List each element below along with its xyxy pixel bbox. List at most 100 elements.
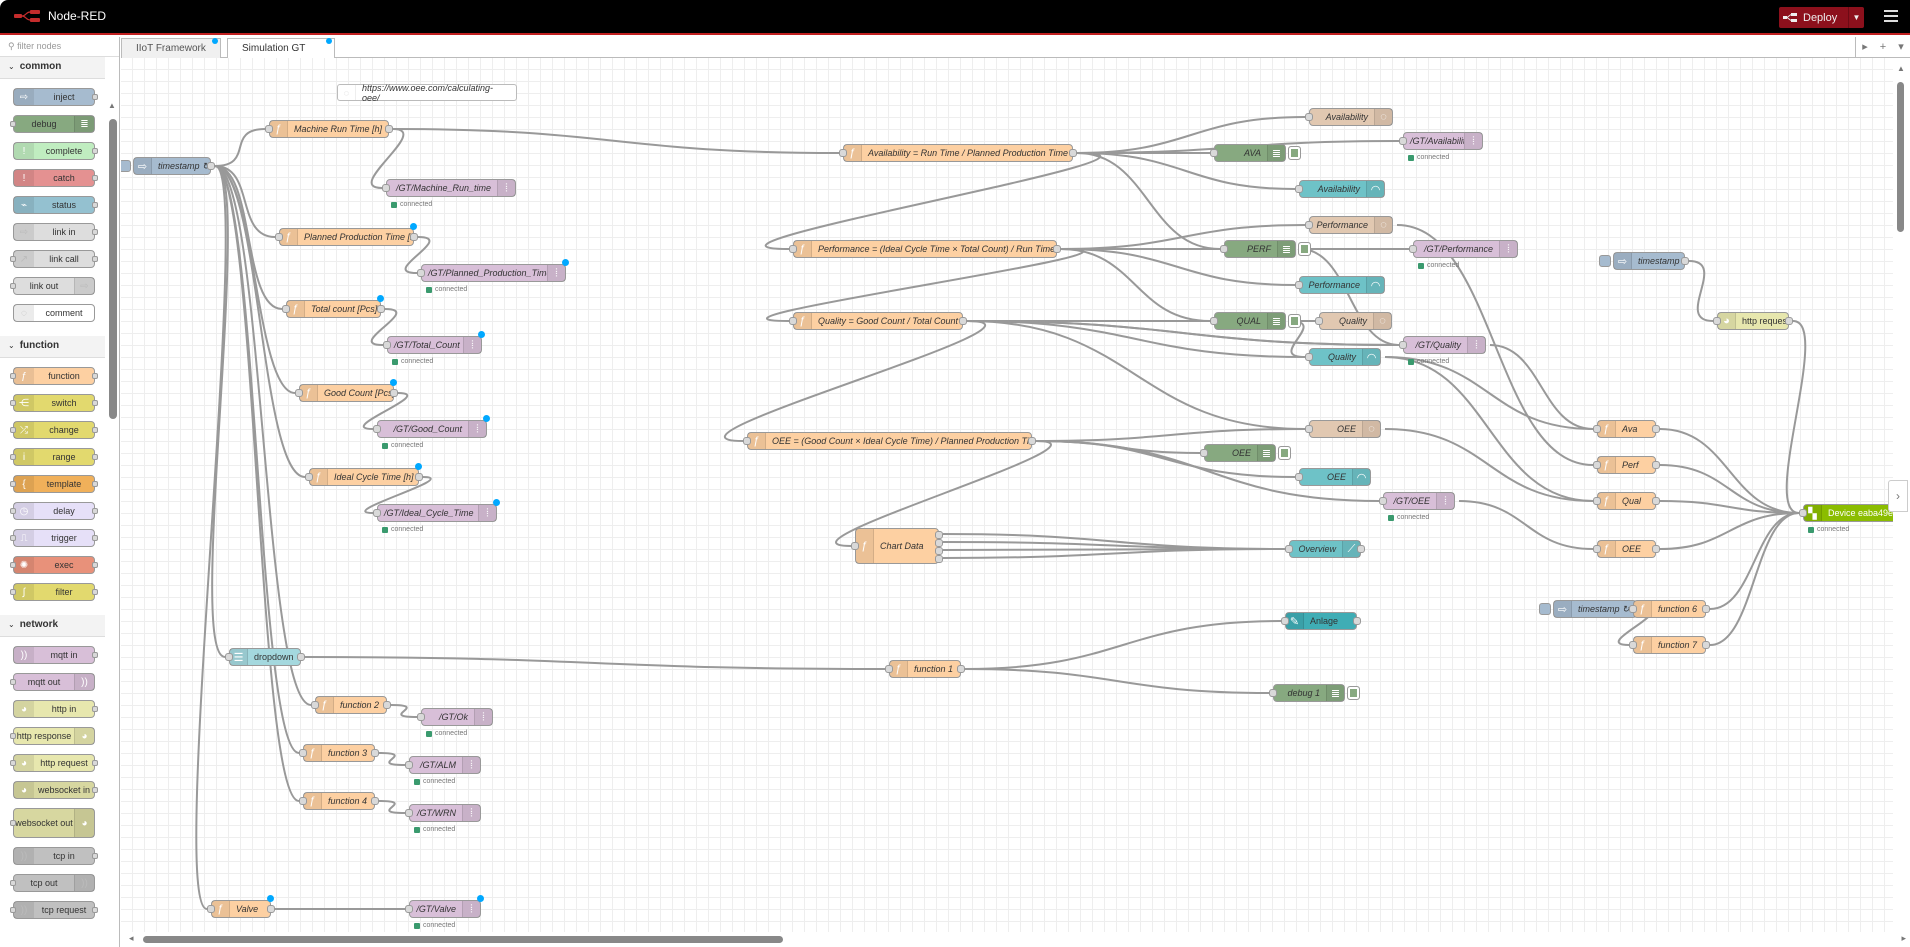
flow-node-debug[interactable]: OEE≣ xyxy=(1200,444,1291,462)
palette-category-network[interactable]: ⌄network xyxy=(0,615,105,637)
wire[interactable] xyxy=(1709,512,1800,646)
output-port[interactable] xyxy=(371,797,379,805)
wire[interactable] xyxy=(964,668,1270,694)
input-port[interactable] xyxy=(405,761,413,769)
inject-trigger-button[interactable] xyxy=(1539,603,1551,615)
tab-list-menu-icon[interactable]: ▾ xyxy=(1898,41,1904,53)
wire[interactable] xyxy=(214,128,266,167)
palette-node-inject[interactable]: ⇨inject xyxy=(13,88,98,106)
input-port[interactable] xyxy=(1593,425,1601,433)
wire[interactable] xyxy=(214,165,300,802)
input-port[interactable] xyxy=(417,713,425,721)
input-port[interactable] xyxy=(305,473,313,481)
flow-node-http[interactable]: ◕http request xyxy=(1713,312,1793,330)
input-port[interactable] xyxy=(1295,185,1303,193)
input-port[interactable] xyxy=(1399,341,1407,349)
output-port[interactable] xyxy=(383,701,391,709)
input-port[interactable] xyxy=(373,509,381,517)
palette-node-mqtt-in[interactable]: ))mqtt in xyxy=(13,646,98,664)
sidebar-toggle-button[interactable]: › xyxy=(1888,480,1908,512)
input-port[interactable] xyxy=(885,665,893,673)
inject-trigger-button[interactable] xyxy=(1599,255,1611,267)
wire[interactable] xyxy=(304,656,886,670)
palette-node-tcp-out[interactable]: tcp out)) xyxy=(10,874,95,892)
flow-node-mqtt[interactable]: /GT/Performance⦙connected xyxy=(1409,240,1518,269)
wire[interactable] xyxy=(1384,356,1594,430)
add-tab-icon[interactable]: + xyxy=(1879,41,1887,53)
palette-node-link-in[interactable]: ⇨link in xyxy=(13,223,98,241)
output-port[interactable] xyxy=(267,905,275,913)
input-port[interactable] xyxy=(275,233,283,241)
wire[interactable] xyxy=(1076,152,1221,250)
flow-node-device[interactable]: ▚Device eaba49e9-b3b4-461connected xyxy=(1799,504,1893,533)
flow-node-mqtt[interactable]: /GT/Availability⦙connected xyxy=(1399,132,1483,161)
palette-node-websocket-out[interactable]: websocket out◕ xyxy=(10,808,95,838)
wire[interactable] xyxy=(1659,428,1800,514)
wire[interactable] xyxy=(942,541,1286,550)
input-port[interactable] xyxy=(1305,353,1313,361)
output-port[interactable] xyxy=(935,539,943,547)
flow-node-chart-ui[interactable]: OEE◌ xyxy=(1305,420,1381,438)
tab-scroll-right-icon[interactable]: ▸ xyxy=(1862,41,1868,53)
flow-node-mqtt[interactable]: /GT/Valve⦙connected xyxy=(405,895,484,929)
wire[interactable] xyxy=(964,620,1282,670)
input-port[interactable] xyxy=(1210,149,1218,157)
input-port[interactable] xyxy=(1593,461,1601,469)
output-port[interactable] xyxy=(935,555,943,563)
palette-category-function[interactable]: ⌄function xyxy=(0,336,105,358)
input-port[interactable] xyxy=(1295,281,1303,289)
flow-canvas[interactable]: ◌ https://www.oee.com/calculating-oee/ ⇨… xyxy=(121,58,1893,932)
flow-node-gauge[interactable]: Performance◠ xyxy=(1295,276,1385,294)
wire[interactable] xyxy=(1035,428,1306,442)
flow-node-mqtt[interactable]: /GT/Ok⦙connected xyxy=(417,708,493,737)
wire[interactable] xyxy=(211,165,229,658)
debug-toggle-button[interactable] xyxy=(1347,686,1360,700)
input-port[interactable] xyxy=(207,905,215,913)
wire[interactable] xyxy=(966,320,1306,358)
input-port[interactable] xyxy=(295,389,303,397)
flow-node-text-ui[interactable]: ✎Anlage xyxy=(1281,612,1361,630)
wire[interactable] xyxy=(1060,248,1211,322)
flow-node-debug[interactable]: PERF≣ xyxy=(1220,240,1311,258)
input-port[interactable] xyxy=(265,125,273,133)
output-port[interactable] xyxy=(377,305,385,313)
palette-scrollbar[interactable]: ▲ xyxy=(106,101,118,947)
flow-node-debug[interactable]: AVA≣ xyxy=(1210,144,1301,162)
input-port[interactable] xyxy=(405,809,413,817)
wire[interactable] xyxy=(1709,512,1800,610)
palette-node-websocket-in[interactable]: ◕websocket in xyxy=(13,781,98,799)
output-port[interactable] xyxy=(1028,437,1036,445)
output-port[interactable] xyxy=(1652,497,1660,505)
output-port[interactable] xyxy=(959,317,967,325)
wire[interactable] xyxy=(1489,344,1594,430)
palette-node-change[interactable]: ⤮change xyxy=(10,421,98,439)
output-port[interactable] xyxy=(207,162,215,170)
flow-node-mqtt[interactable]: /GT/Machine_Run_time⦙connected xyxy=(382,179,516,208)
wire[interactable] xyxy=(392,128,840,154)
debug-toggle-button[interactable] xyxy=(1288,146,1301,160)
flow-node-mqtt[interactable]: /GT/WRN⦙connected xyxy=(405,804,481,833)
deploy-menu-caret-icon[interactable]: ▼ xyxy=(1848,7,1864,28)
wire[interactable] xyxy=(1659,500,1800,514)
flow-node-debug[interactable]: debug 1≣ xyxy=(1269,684,1360,702)
wire[interactable] xyxy=(1384,428,1594,502)
palette-node-filter[interactable]: ∫filter xyxy=(10,583,98,601)
input-port[interactable] xyxy=(1399,137,1407,145)
palette-node-switch[interactable]: ⋲switch xyxy=(10,394,98,412)
wire[interactable] xyxy=(214,165,306,478)
output-port[interactable] xyxy=(1785,317,1793,325)
palette-node-template[interactable]: {template xyxy=(10,475,98,493)
wire[interactable] xyxy=(1076,116,1306,154)
output-port[interactable] xyxy=(1353,617,1361,625)
wire[interactable] xyxy=(214,165,312,706)
wire[interactable] xyxy=(364,476,432,514)
flow-node-mqtt[interactable]: /GT/Quality⦙connected xyxy=(1399,336,1486,365)
